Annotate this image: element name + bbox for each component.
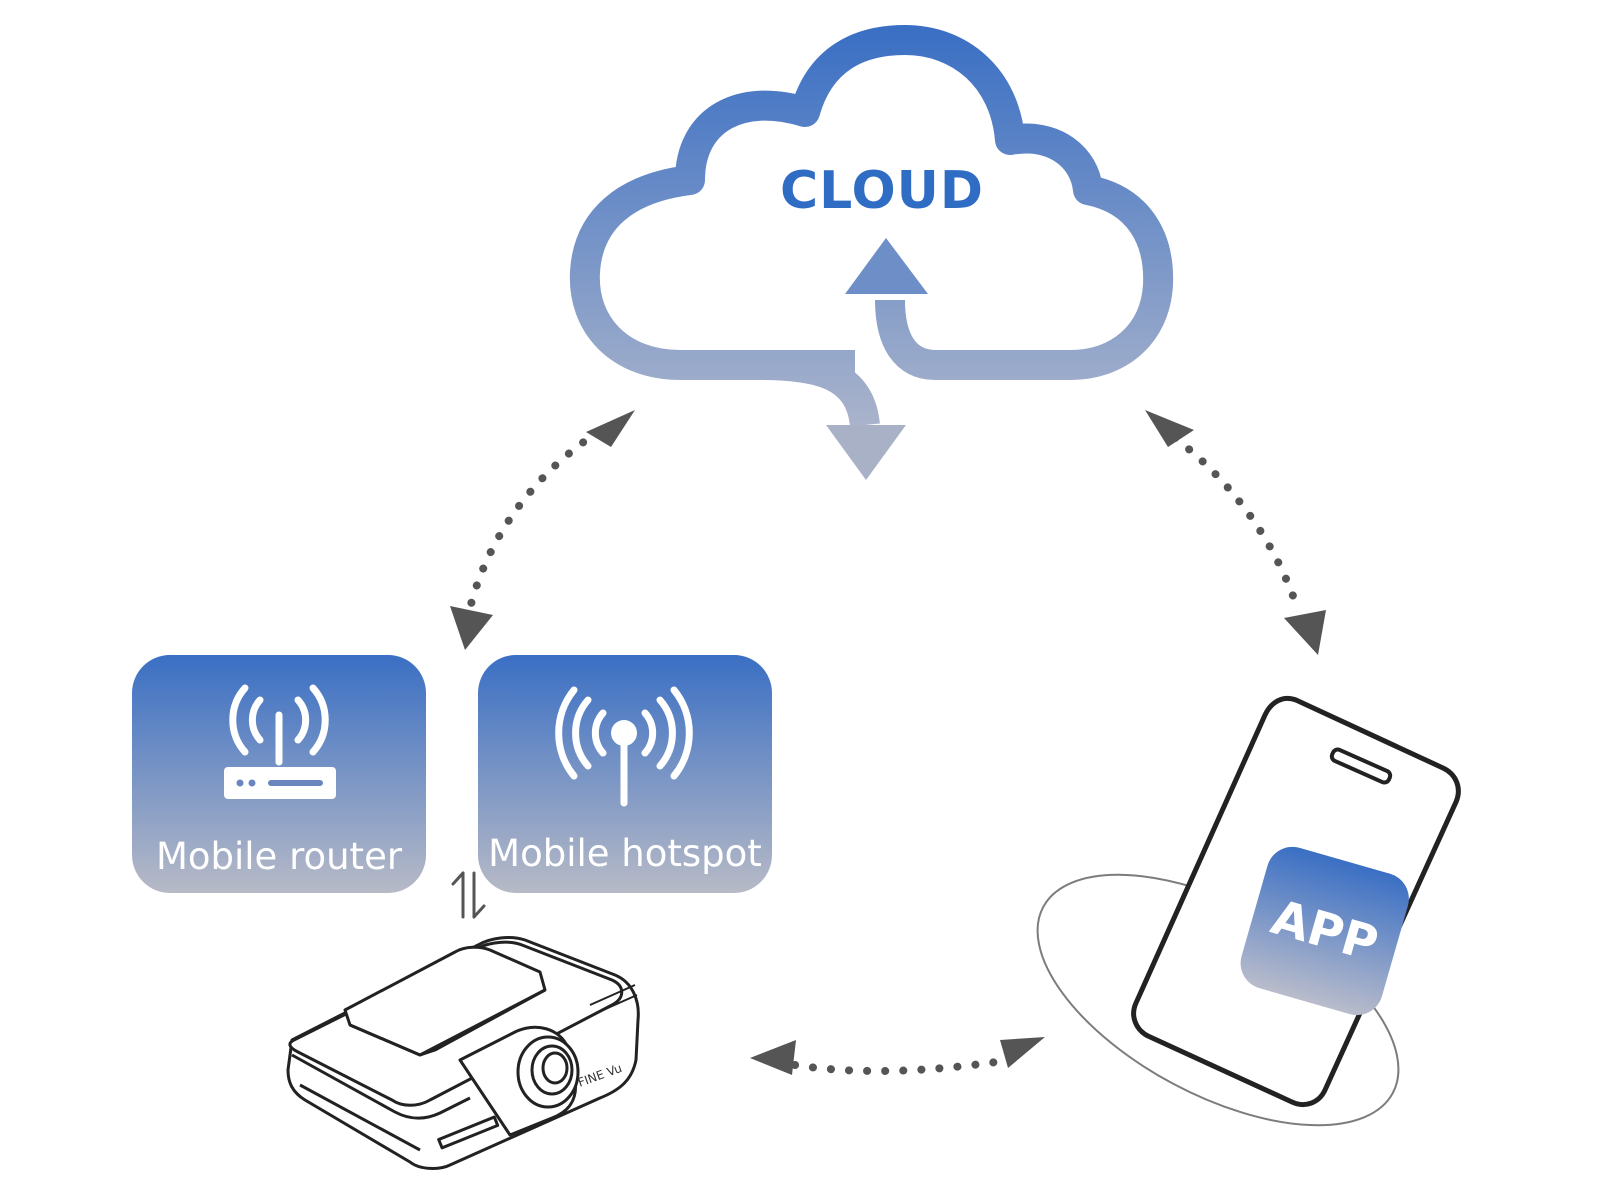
cloud: CLOUD bbox=[569, 25, 1174, 480]
connector-dashcam-phone bbox=[750, 1037, 1045, 1076]
mobile-hotspot-tile: Mobile hotspot bbox=[478, 655, 772, 893]
arrowhead-cloud-right-end bbox=[1145, 410, 1194, 447]
mobile-hotspot-label: Mobile hotspot bbox=[488, 832, 762, 875]
dashcam-top-block bbox=[343, 945, 547, 1057]
router-icon bbox=[224, 684, 336, 799]
cloud-label: CLOUD bbox=[780, 161, 984, 221]
cloud-download-curve bbox=[759, 350, 880, 428]
arrowhead-router-end bbox=[450, 606, 493, 650]
mobile-router-tile: Mobile router bbox=[132, 655, 426, 893]
router-dashcam-link-icon bbox=[451, 871, 486, 919]
smartphone-area: APP bbox=[1036, 695, 1461, 1127]
arrowhead-dashcam-end bbox=[750, 1040, 796, 1075]
cloud-upload-arrow bbox=[845, 238, 928, 294]
app-badge: APP bbox=[1240, 846, 1409, 1016]
cloud-download-arrow bbox=[826, 425, 906, 480]
app-badge-bg bbox=[1240, 846, 1409, 1016]
arrowhead-phone-bottom-end bbox=[1000, 1037, 1045, 1068]
connector-cloud-phone-dots bbox=[1171, 434, 1302, 614]
connector-cloud-router-dots bbox=[466, 428, 602, 612]
cloud-outline bbox=[569, 25, 1174, 380]
dashcam-icon bbox=[286, 936, 640, 1170]
connector-cloud-phone bbox=[1145, 410, 1326, 655]
phone-speaker bbox=[1329, 747, 1393, 785]
hotspot-antenna-icon bbox=[555, 686, 693, 807]
connector-cloud-router bbox=[450, 410, 635, 650]
mobile-router-label: Mobile router bbox=[156, 835, 403, 878]
arrowhead-phone-end bbox=[1284, 610, 1326, 655]
dashcam-card-slot bbox=[437, 1115, 500, 1150]
arrowhead-cloud-end bbox=[586, 410, 635, 447]
connector-dashcam-phone-dots bbox=[791, 1056, 1014, 1076]
